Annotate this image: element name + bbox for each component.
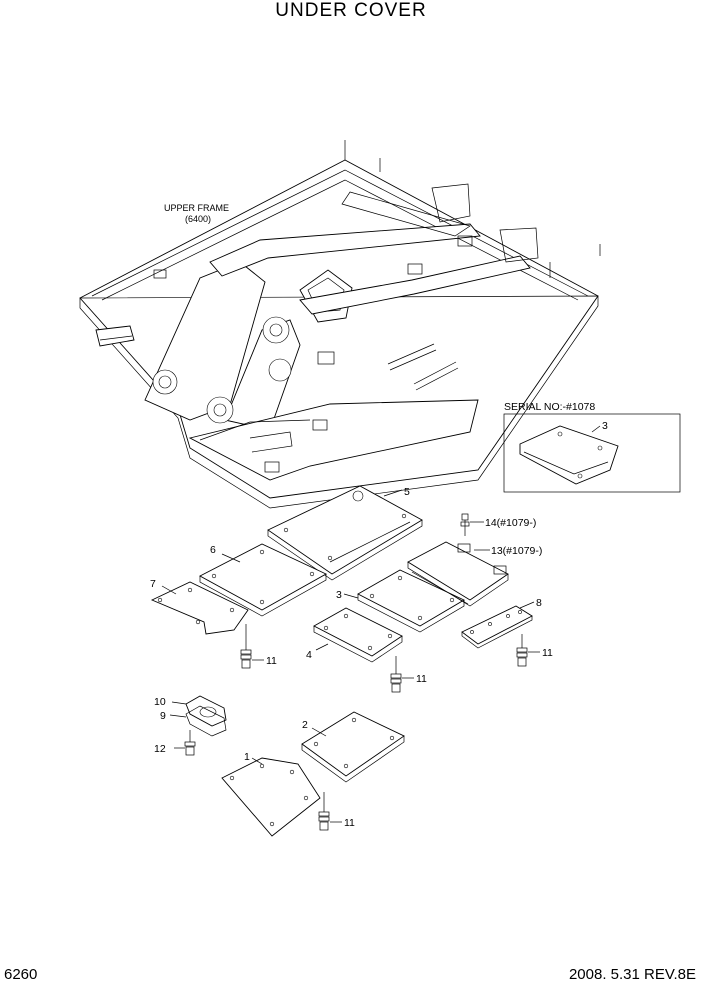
- cover-part-5: [267, 485, 423, 581]
- bolt-part-11-a: [240, 624, 252, 669]
- cover-part-8: [461, 605, 533, 649]
- bolt-part-11-c: [516, 634, 528, 667]
- callout-11-d: 11: [344, 817, 355, 829]
- callout-7: 7: [150, 578, 156, 590]
- callout-9: 9: [160, 710, 166, 722]
- bolt-part-12: [184, 730, 196, 756]
- callout-13: 13(#1079-): [491, 545, 542, 557]
- bolt-part-11-b: [390, 656, 402, 693]
- page-code: 6260: [4, 966, 38, 983]
- upper-frame-label-line2: (6400): [185, 214, 211, 224]
- callout-2: 2: [302, 719, 308, 731]
- upper-frame: [79, 140, 601, 509]
- cover-part-1: [221, 757, 321, 837]
- callout-14: 14(#1079-): [485, 517, 536, 529]
- callout-11-c: 11: [542, 647, 553, 659]
- inset-cover-part-3: [519, 425, 619, 485]
- callout-8: 8: [536, 597, 542, 609]
- callout-11-b: 11: [416, 673, 427, 685]
- cover-part-2: [301, 711, 405, 783]
- gasket-part-9: [185, 705, 227, 737]
- callout-5: 5: [404, 486, 410, 498]
- callout-11-a: 11: [266, 655, 277, 667]
- callout-6: 6: [210, 544, 216, 556]
- cover-part-6: [199, 543, 327, 617]
- bolt-part-11-d: [318, 792, 330, 831]
- callout-3-inset: 3: [602, 420, 608, 432]
- callout-12: 12: [154, 743, 166, 755]
- bolt-part-14: [460, 513, 470, 536]
- cover-part-4: [313, 607, 403, 663]
- revision-date: 2008. 5.31 REV.8E: [568, 966, 696, 983]
- plate-part-10: [185, 695, 227, 727]
- cover-part-13: [407, 541, 509, 607]
- callout-3: 3: [336, 589, 342, 601]
- cover-part-7: [150, 581, 249, 635]
- serial-inset-box: [503, 413, 681, 493]
- serial-number-label: SERIAL NO:-#1078: [504, 401, 595, 413]
- callout-10: 10: [154, 696, 166, 708]
- page-title: UNDER COVER: [275, 0, 427, 21]
- callout-1: 1: [244, 751, 250, 763]
- upper-frame-label-line1: UPPER FRAME: [164, 203, 229, 213]
- callout-4: 4: [306, 649, 312, 661]
